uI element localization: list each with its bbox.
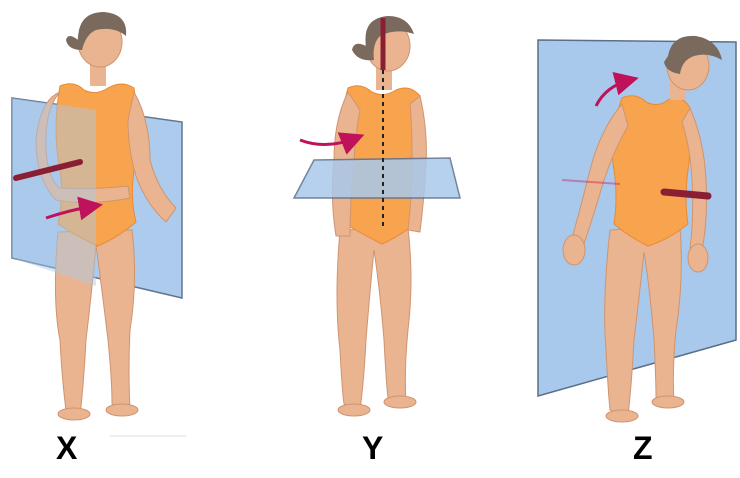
label-x: X xyxy=(56,432,77,464)
figure-y-legs xyxy=(337,228,411,410)
transverse-plane xyxy=(294,158,460,198)
figure-z xyxy=(538,36,736,422)
label-z: Z xyxy=(633,432,653,464)
figure-y xyxy=(294,16,460,416)
figure-z-axis xyxy=(664,192,708,196)
label-y: Y xyxy=(362,432,383,464)
figure-x xyxy=(12,12,182,420)
